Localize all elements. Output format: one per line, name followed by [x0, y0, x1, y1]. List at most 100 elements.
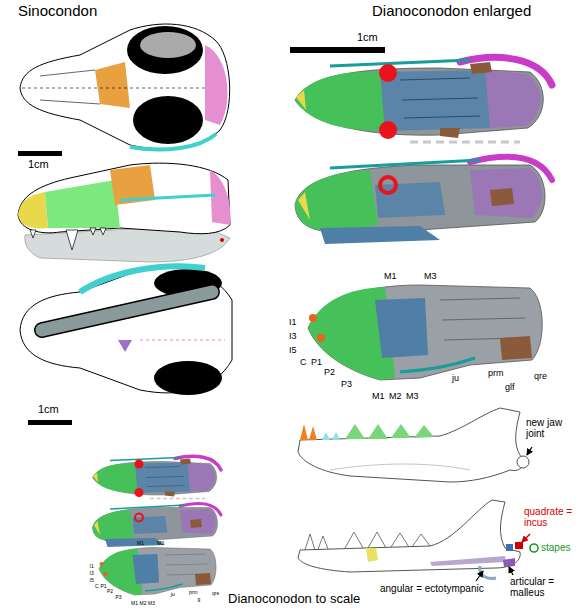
- sinoconodon-dorsal-part: [133, 96, 203, 144]
- dianoconodon-ventral-small: [99, 548, 216, 596]
- sinoconodon-lateral-part: [18, 163, 230, 234]
- scale-bar: [290, 47, 385, 53]
- jaw-drawing: [298, 408, 529, 482]
- jaw-drawing-part: [515, 542, 523, 549]
- tooth-label: I5: [289, 346, 297, 355]
- sinoconodon-lateral-part: [220, 238, 224, 242]
- sinoconodon-lateral-part: [120, 195, 215, 200]
- tooth-label-small: P3: [116, 595, 122, 600]
- jaw-drawing-part: [530, 544, 538, 552]
- jaw-drawing-part: [300, 424, 317, 440]
- species-title: Sinocondon: [18, 3, 97, 19]
- jaw-drawing: [298, 500, 538, 578]
- jaw-drawing-part: [366, 548, 378, 562]
- tooth-label: P1: [311, 358, 322, 367]
- callout-label: articular = malleus: [510, 577, 568, 598]
- sinoconodon-ventral: [20, 266, 232, 395]
- tooth-label: M3: [406, 392, 419, 401]
- dianoconodon-dorsal: [295, 57, 552, 142]
- sinoconodon-dorsal-part: [40, 70, 100, 104]
- tooth-label: M2: [389, 392, 402, 401]
- sinoconodon-dorsal-part: [127, 26, 203, 74]
- sinoconodon-lateral-part: [45, 180, 120, 228]
- scale-bar: [28, 420, 72, 425]
- tooth-label: P2: [324, 368, 335, 377]
- tooth-label-small: ju: [171, 592, 175, 597]
- sinoconodon-ventral-part: [118, 340, 132, 352]
- callout-label: angular = ectotympanic: [380, 584, 484, 595]
- panel-title: Dianoconodon enlarged: [372, 3, 531, 19]
- sinoconodon-lateral-part: [18, 192, 48, 228]
- tooth-label-small: M3: [148, 601, 155, 606]
- sinoconodon-lateral-part: [210, 170, 230, 225]
- tooth-label: M1: [372, 392, 385, 401]
- scale-label: 1cm: [28, 159, 49, 171]
- sinoconodon-dorsal-part: [140, 32, 196, 58]
- jaw-drawing-part: [506, 544, 513, 551]
- scale-label: 1cm: [357, 32, 378, 44]
- bone-label: glf: [505, 383, 515, 392]
- dianoconodon-lateral-small: [93, 503, 222, 547]
- callout-label: new jaw joint: [526, 418, 568, 439]
- jaw-drawing-part: [298, 500, 520, 572]
- tooth-label: M3: [424, 272, 437, 281]
- tooth-label-small: qre: [212, 591, 219, 596]
- leader-arrow: [476, 571, 483, 581]
- sinoconodon-ventral-part: [80, 266, 205, 292]
- jaw-drawing-part: [517, 456, 529, 468]
- jaw-drawing-part: [330, 464, 470, 470]
- tooth-label-small: I5: [90, 578, 94, 583]
- callout-label: stapes: [541, 543, 570, 554]
- sinoconodon-ventral-part: [42, 292, 212, 330]
- scale-label: 1cm: [38, 404, 59, 416]
- tooth-label-small: g: [198, 597, 201, 602]
- tooth-label-small: prm: [189, 590, 198, 595]
- sinoconodon-dorsal-part: [130, 134, 216, 149]
- tooth-label: P3: [341, 380, 352, 389]
- jaw-drawing-part: [430, 556, 506, 566]
- sinoconodon-ventral-part: [140, 340, 225, 341]
- dianoconodon-dorsal-small: [93, 456, 222, 498]
- jaw-drawing-part: [345, 424, 434, 439]
- tooth-label-small: P2: [107, 589, 113, 594]
- tooth-label-small: M1: [131, 601, 138, 606]
- leader-arrow: [522, 534, 530, 542]
- tooth-label-small: M2: [140, 601, 147, 606]
- sinoconodon-lateral: [18, 163, 230, 262]
- tooth-label-small: I1: [90, 564, 94, 569]
- sinoconodon-dorsal-part: [205, 45, 227, 125]
- tooth-label-small: P1: [101, 584, 107, 589]
- panel-title: Dianoconodon to scale: [228, 592, 360, 606]
- bone-label: ju: [452, 374, 459, 383]
- sinoconodon-dorsal: [20, 24, 230, 149]
- tooth-label: C: [300, 358, 307, 367]
- sinoconodon-ventral-part: [42, 292, 212, 330]
- jaw-drawing-part: [322, 432, 340, 440]
- tooth-label: I1: [289, 318, 297, 327]
- sinoconodon-dorsal-part: [22, 88, 205, 89]
- bone-label: prm: [488, 369, 504, 378]
- sinoconodon-dorsal-part: [95, 62, 130, 108]
- scale-bar: [18, 151, 62, 156]
- tooth-label: M1: [384, 272, 397, 281]
- sinoconodon-dorsal-part: [20, 24, 230, 149]
- dianoconodon-lateral: [295, 157, 552, 244]
- tooth-label-small: M3: [157, 541, 164, 546]
- jaw-drawing-part: [298, 408, 523, 482]
- sinoconodon-ventral-part: [154, 361, 222, 395]
- callout-label: quadrate = incus: [524, 507, 574, 528]
- jaw-drawing-part: [305, 532, 430, 550]
- tooth-label-small: I3: [90, 571, 94, 576]
- tooth-label-small: M1: [137, 541, 144, 546]
- tooth-label-small: C: [95, 584, 99, 589]
- leader-arrow: [527, 447, 532, 455]
- dianoconodon-ventral: [308, 285, 542, 380]
- jaw-drawing-part: [503, 558, 515, 567]
- bone-label: qre: [534, 372, 547, 381]
- leader-arrow: [509, 567, 513, 575]
- sinoconodon-lateral-part: [30, 228, 106, 250]
- tooth-label: I3: [289, 332, 297, 341]
